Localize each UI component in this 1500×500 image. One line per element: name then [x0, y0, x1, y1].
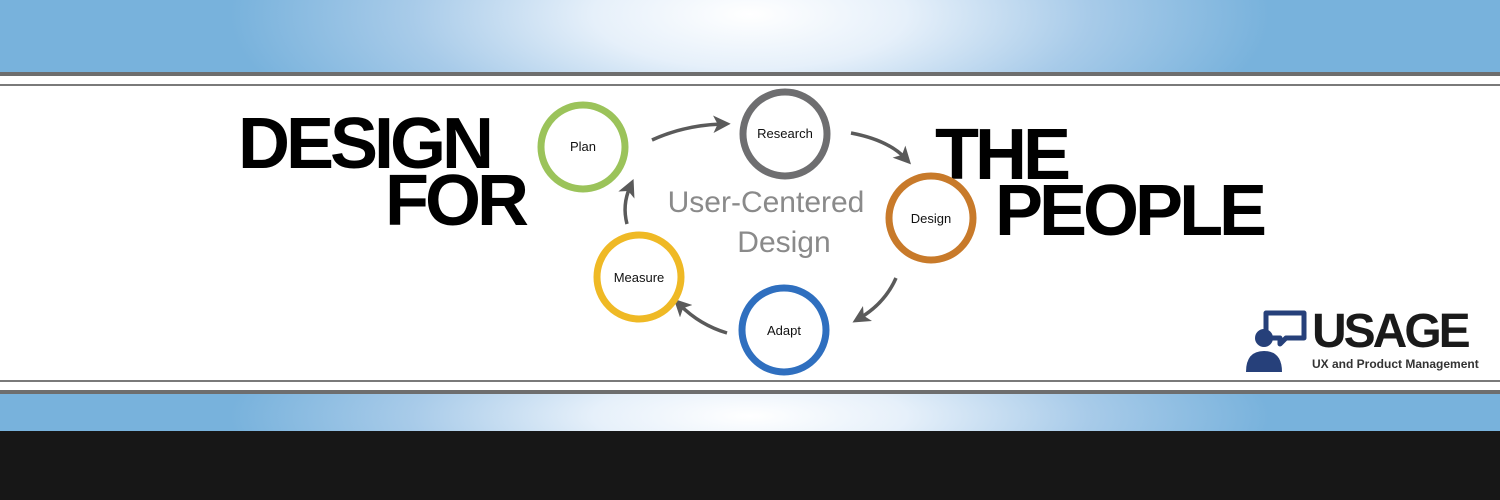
stage-research: Research	[739, 88, 831, 180]
top-rule	[0, 84, 1500, 86]
bottom-gradient-band	[0, 394, 1500, 431]
stage-plan: Plan	[537, 101, 629, 193]
stage-adapt: Adapt	[738, 284, 830, 376]
arrow-measure-to-plan	[618, 179, 635, 225]
usage-tagline: UX and Product Management	[1312, 357, 1479, 371]
usage-wordmark: USAGE	[1312, 305, 1471, 358]
bottom-black-bar	[0, 431, 1500, 500]
arrow-plan-to-research	[651, 115, 731, 142]
stage-ring	[738, 284, 830, 376]
person-speech-bubble-icon	[1246, 310, 1307, 372]
bottom-rule	[0, 380, 1500, 382]
stage-ring	[593, 231, 685, 323]
arrow-research-to-design	[850, 131, 912, 165]
usage-logo: USAGE UX and Product Management	[1242, 306, 1487, 376]
center-title-line1: User-Centered	[668, 186, 865, 219]
stage-ring	[885, 172, 977, 264]
center-title-line2: Design	[737, 226, 830, 259]
top-gradient-band	[0, 0, 1500, 72]
arrow-design-to-adapt	[852, 277, 898, 323]
stage-label: Adapt	[767, 323, 801, 338]
stage-label: Plan	[570, 139, 596, 154]
headline-the: THE	[935, 115, 1071, 195]
stage-design: Design	[885, 172, 977, 264]
arrow-adapt-to-measure	[673, 298, 728, 335]
stage-label: Design	[911, 211, 951, 226]
stage-label: Measure	[614, 270, 665, 285]
headline-people: PEOPLE	[995, 171, 1267, 251]
stage-ring	[537, 101, 629, 193]
stage-measure: Measure	[593, 231, 685, 323]
headline-design: DESIGN	[238, 104, 494, 184]
stage-ring	[739, 88, 831, 180]
stage-label: Research	[757, 126, 813, 141]
headline-for: FOR	[385, 161, 529, 241]
